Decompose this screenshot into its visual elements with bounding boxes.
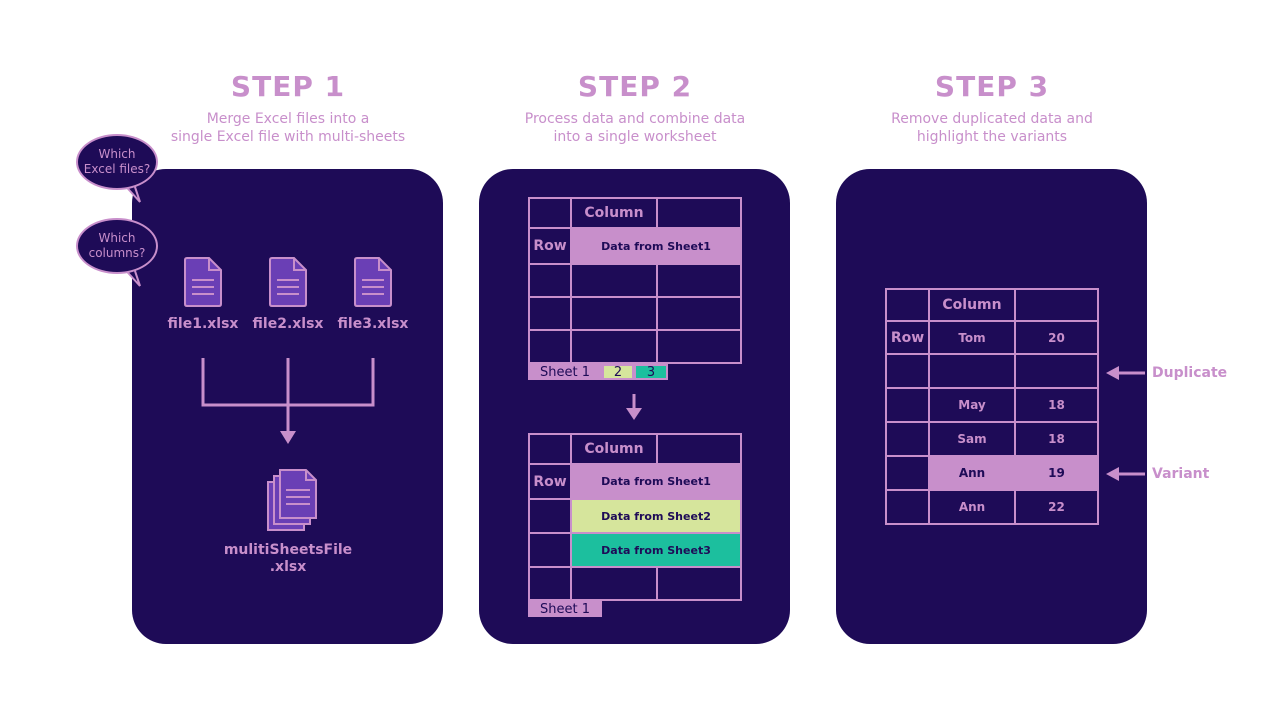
data-sheet1-cell: Data from Sheet1 <box>570 463 742 500</box>
file-icon <box>269 257 307 307</box>
duplicate-label: Duplicate <box>1152 365 1228 381</box>
sheet-tab-1[interactable]: Sheet 1 <box>528 601 602 617</box>
sheet-tab-2[interactable]: 2 <box>602 364 634 380</box>
variant-label: Variant <box>1152 466 1210 482</box>
step2-title: STEP 2 <box>577 70 693 103</box>
step1-desc-line1: Merge Excel files into a <box>206 111 370 127</box>
step2-description: Process data and combine data into a sin… <box>475 110 795 146</box>
empty-cell <box>656 566 742 601</box>
speech-bubble-columns: Which columns? <box>76 218 158 274</box>
output-file-label: mulitiSheetsFile .xlsx <box>223 542 353 575</box>
speech-bubble-excel-files: Which Excel files? <box>76 134 158 190</box>
step1-description: Merge Excel files into a single Excel fi… <box>128 110 448 146</box>
file-icon <box>354 257 392 307</box>
empty-cell <box>656 329 742 364</box>
file1-label: file1.xlsx <box>167 316 239 332</box>
file2-label: file2.xlsx <box>252 316 324 332</box>
data-sheet3-cell: Data from Sheet3 <box>570 532 742 568</box>
sheet-tab-3[interactable]: 3 <box>634 364 668 380</box>
multi-file-icon <box>267 469 317 531</box>
step3-desc-line1: Remove duplicated data and <box>891 111 1093 127</box>
step1-title: STEP 1 <box>230 70 346 103</box>
step2-desc-line2: into a single worksheet <box>553 129 717 145</box>
step3-panel <box>836 169 1147 644</box>
value-cell: 22 <box>1014 489 1099 525</box>
step1-desc-line2: single Excel file with multi-sheets <box>170 129 406 145</box>
step3-title: STEP 3 <box>934 70 1050 103</box>
file-icon <box>184 257 222 307</box>
step2-desc-line1: Process data and combine data <box>524 111 746 127</box>
step3-desc-line2: highlight the variants <box>916 129 1068 145</box>
sheet-tab-1[interactable]: Sheet 1 <box>528 364 602 380</box>
file3-label: file3.xlsx <box>337 316 409 332</box>
step3-description: Remove duplicated data and highlight the… <box>832 110 1152 146</box>
variant-value-cell: 19 <box>1014 455 1099 491</box>
